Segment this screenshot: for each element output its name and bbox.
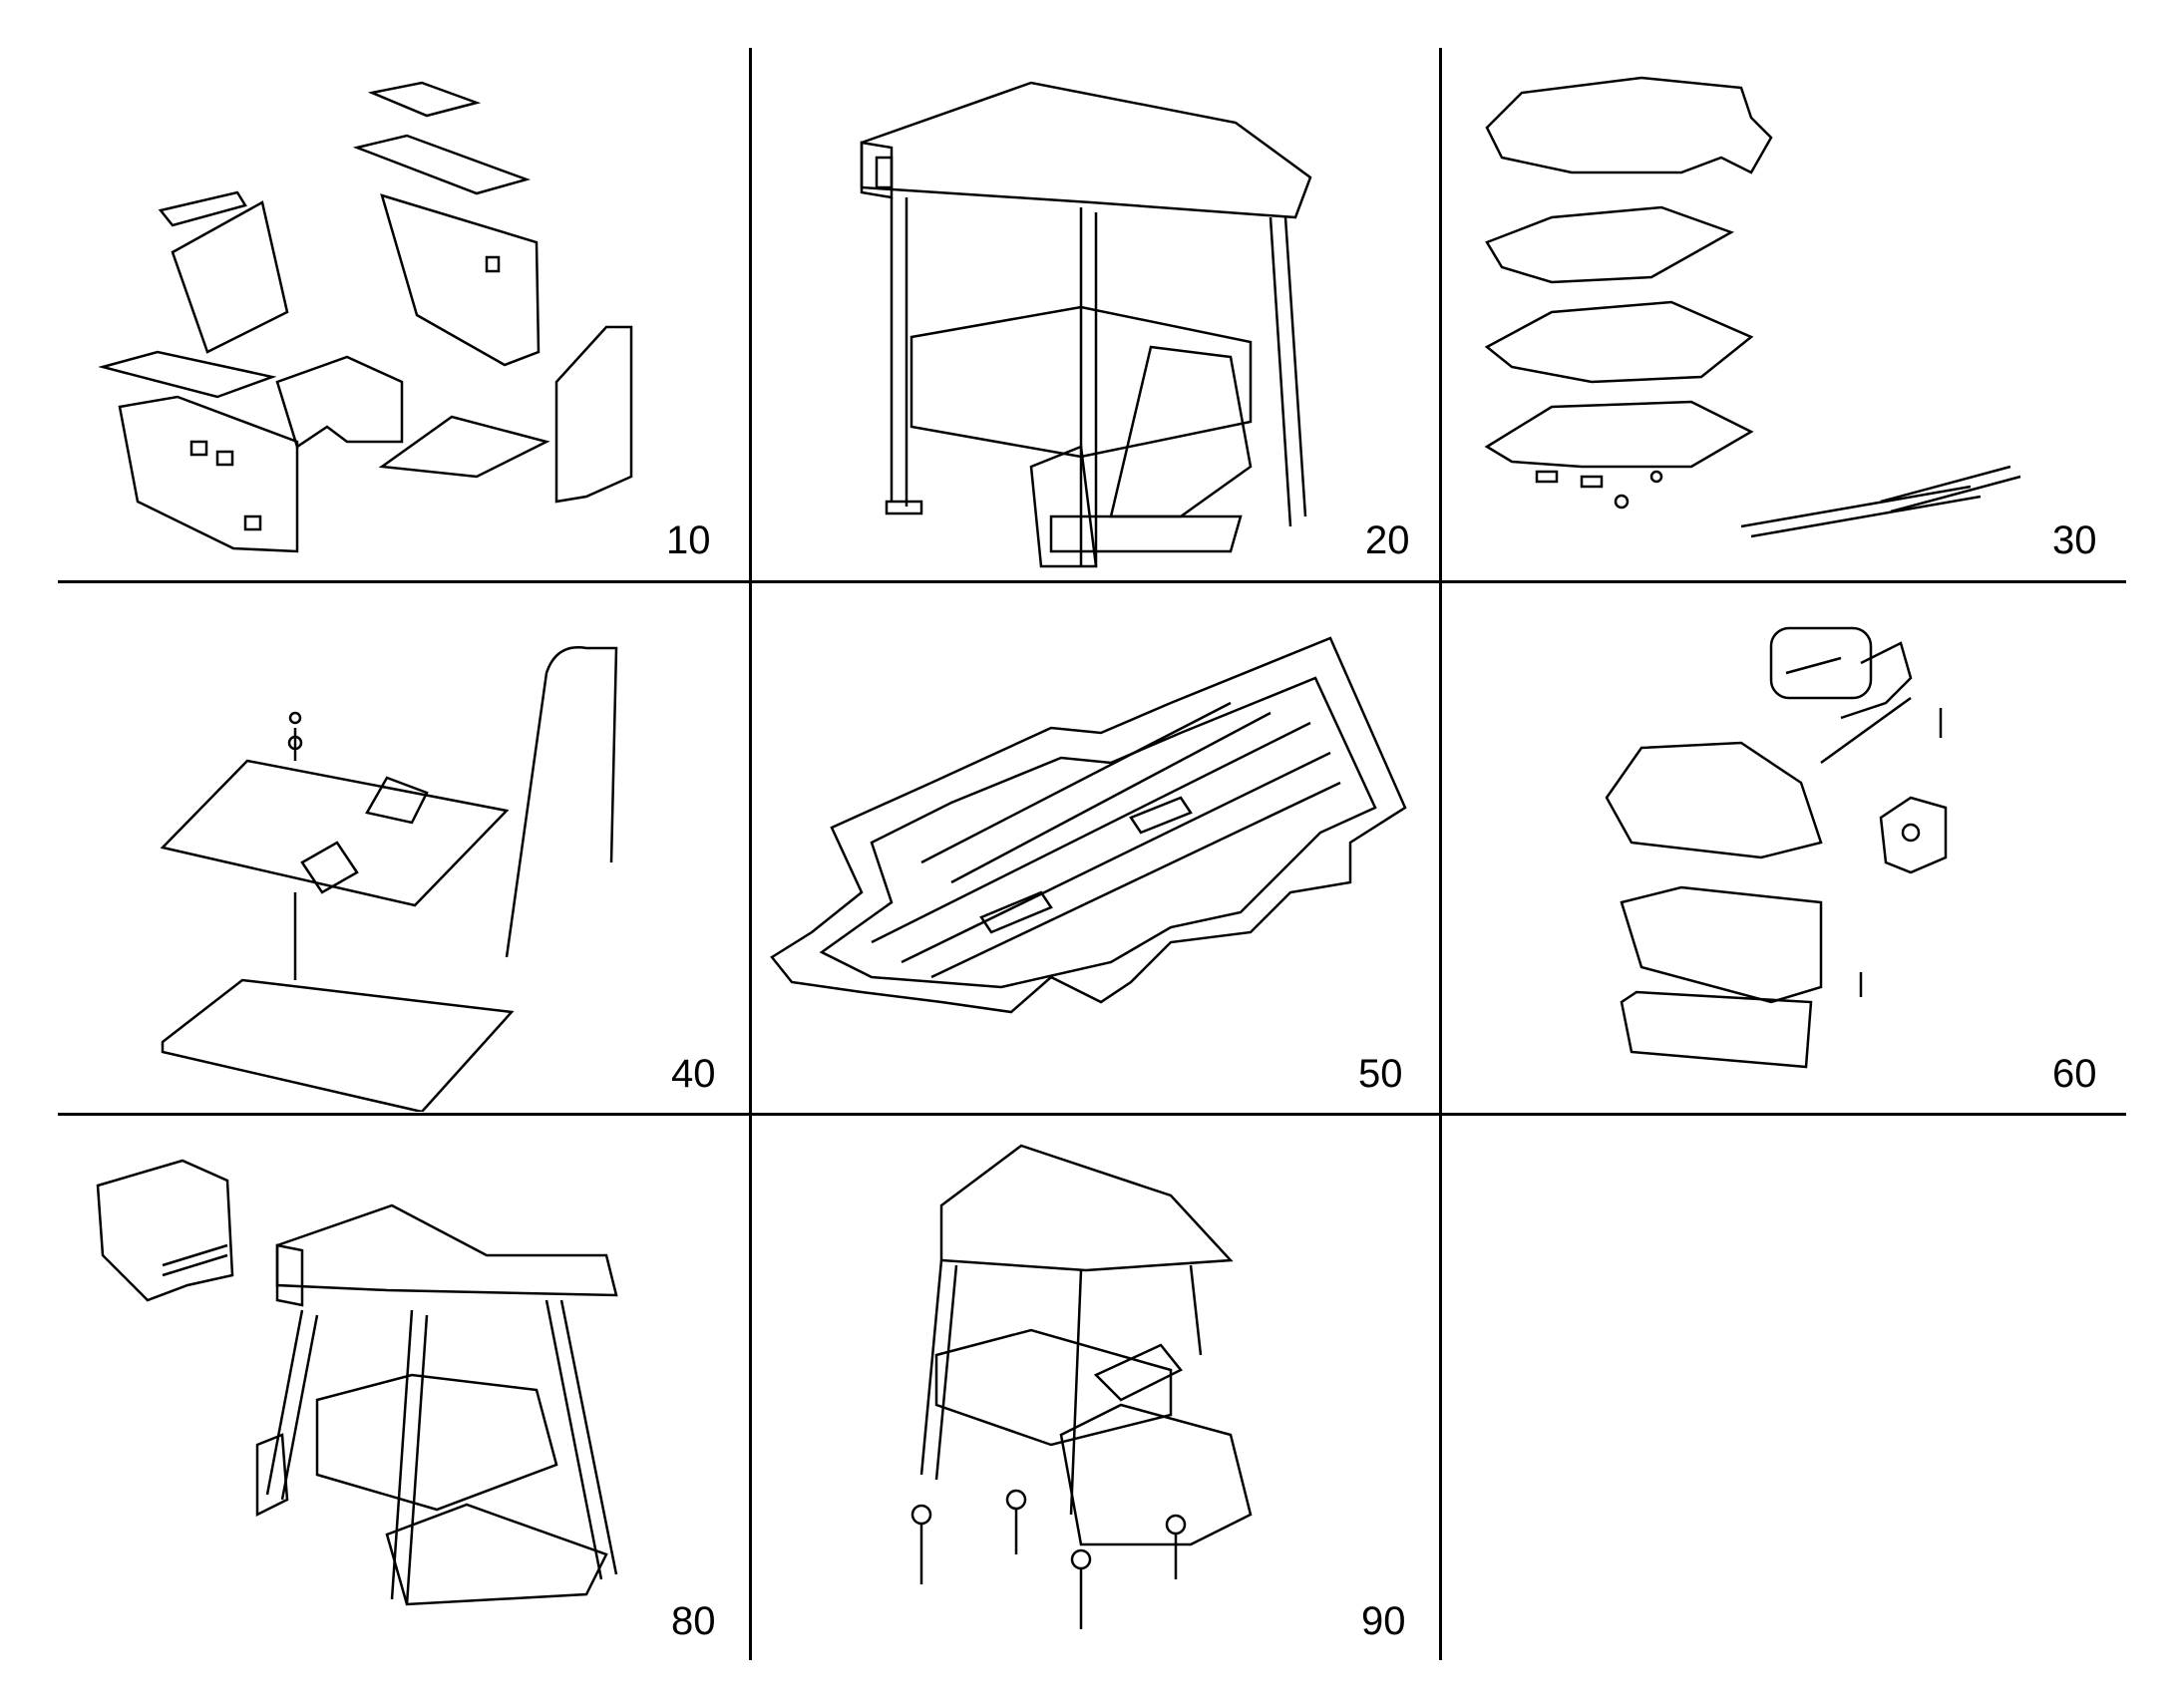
panel-40[interactable]: 40 [58, 583, 748, 1112]
panel-50[interactable]: 50 [752, 583, 1438, 1112]
panel-number-20: 20 [1365, 518, 1410, 562]
panel-number-40: 40 [671, 1052, 716, 1096]
panel-80[interactable]: 80 [58, 1116, 748, 1660]
panel-number-50: 50 [1358, 1052, 1403, 1096]
panel-20[interactable]: 20 [752, 48, 1438, 579]
complete-cab-drawing [96, 1159, 618, 1606]
cab-frame-drawing [860, 81, 1312, 568]
headliner-linkage-drawing [1484, 76, 2021, 538]
panel-number-30: 30 [2052, 518, 2097, 562]
panel-60[interactable]: 60 [1442, 583, 2126, 1112]
floor-mat-drawing [770, 636, 1407, 1014]
grid-vline-2 [1439, 48, 1442, 1660]
panel-number-90: 90 [1361, 1599, 1406, 1643]
storage-box-drawing [1605, 626, 1948, 1069]
panel-empty [1442, 1116, 2126, 1660]
panel-10[interactable]: 10 [58, 48, 748, 579]
panel-30[interactable]: 30 [1442, 48, 2126, 579]
panel-number-10: 10 [666, 518, 711, 562]
cab-with-mounts-drawing [910, 1144, 1253, 1629]
floor-plate-drawing [160, 646, 618, 1112]
grid-hline-1 [58, 580, 2126, 583]
panel-number-80: 80 [671, 1599, 716, 1643]
grid-vline-1 [749, 48, 752, 1660]
panel-number-60: 60 [2052, 1052, 2097, 1096]
cab-panels-drawing [98, 81, 633, 553]
grid-hline-2 [58, 1113, 2126, 1116]
panel-90[interactable]: 90 [752, 1116, 1438, 1660]
